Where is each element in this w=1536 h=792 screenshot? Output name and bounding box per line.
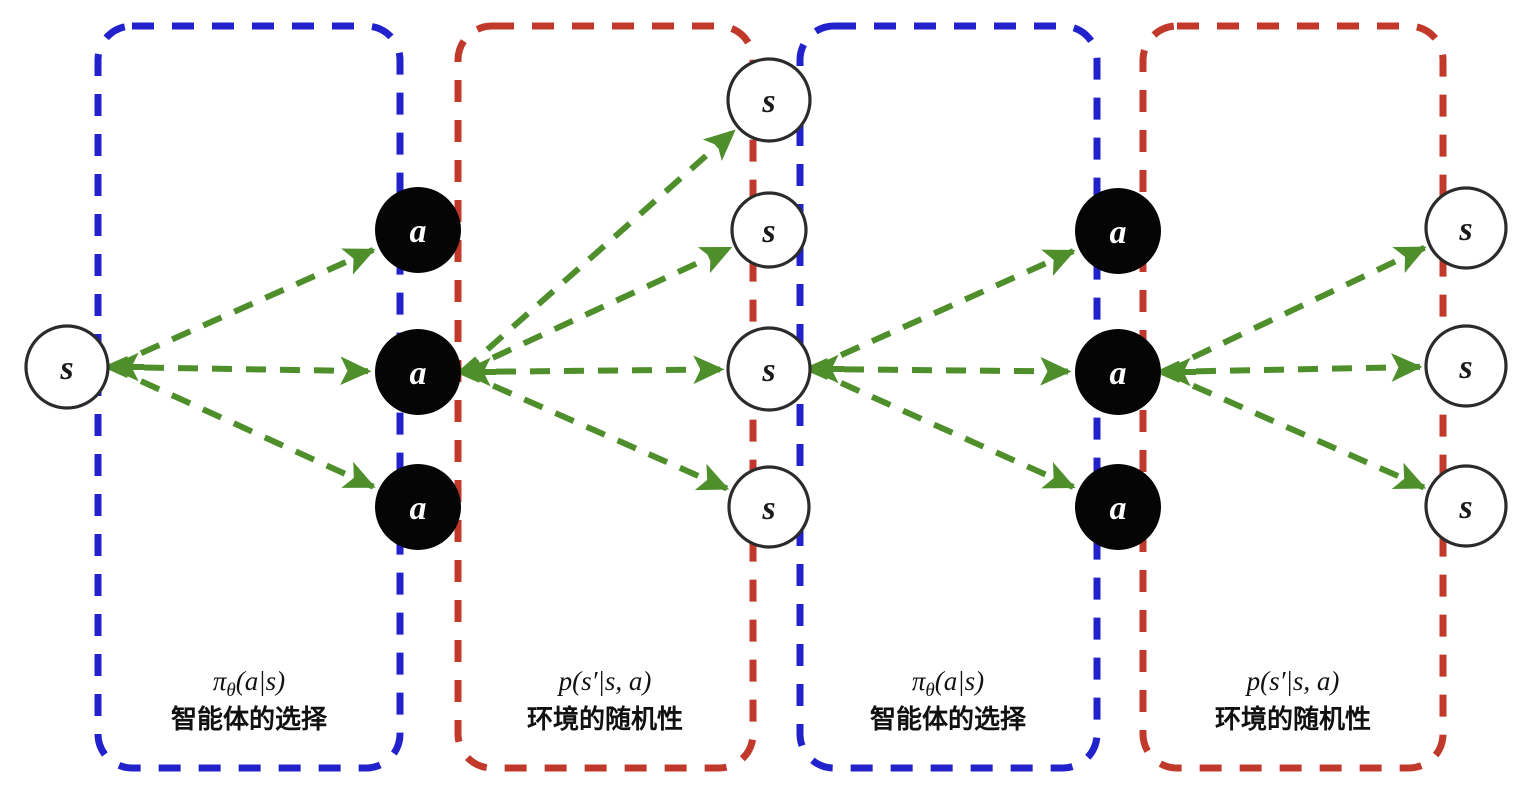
state-node-s1-3: s — [726, 326, 812, 412]
state-circle-icon — [727, 465, 811, 549]
group-box-policy-2 — [796, 22, 1101, 772]
edge-a1-2-to-s1-1 — [460, 128, 736, 375]
edge-s1-3-to-a2-2 — [809, 356, 1072, 386]
node-label: a — [410, 355, 427, 392]
edge-s0-to-a1-3 — [108, 364, 376, 490]
group-box-transition-2 — [1139, 22, 1447, 772]
state-node-s1-1: s — [726, 57, 812, 143]
edge-a2-2-to-s2-3 — [1160, 369, 1427, 491]
edges-layer — [107, 128, 1427, 492]
node-label: s — [761, 490, 775, 527]
group-label-policy-2: πθ(a|s)智能体的选择 — [870, 666, 1027, 734]
node-label: s — [761, 83, 775, 120]
node-label: a — [410, 490, 427, 527]
group-box-policy-1 — [94, 22, 404, 772]
node-label: a — [410, 213, 427, 250]
node-label: a — [1110, 490, 1127, 527]
nodes-layer: s a a a s s s s a a a s s s — [24, 57, 1508, 550]
action-circle-icon — [1075, 329, 1161, 415]
state-circle-icon — [730, 191, 808, 269]
node-label: s — [1458, 349, 1472, 386]
action-node-a1-1: a — [375, 187, 461, 273]
state-node-s1-4: s — [727, 465, 811, 549]
group-formula: πθ(a|s) — [213, 666, 285, 701]
action-node-a2-3: a — [1075, 464, 1161, 550]
action-node-a1-2: a — [375, 329, 461, 415]
action-circle-icon — [1075, 188, 1161, 274]
group-caption: 智能体的选择 — [171, 704, 328, 734]
action-circle-icon — [375, 187, 461, 273]
node-label: s — [761, 213, 775, 250]
action-node-a2-1: a — [1075, 188, 1161, 274]
node-label: s — [59, 350, 73, 387]
edge-s0-to-a1-1 — [108, 247, 376, 370]
action-circle-icon — [375, 329, 461, 415]
state-circle-icon — [726, 57, 812, 143]
group-formula: p(s′|s, a) — [557, 666, 652, 696]
edge-a1-2-to-s1-2 — [460, 245, 733, 375]
edge-s1-3-to-a2-3 — [808, 366, 1076, 490]
edge-a1-2-to-s1-4 — [460, 369, 730, 492]
state-circle-icon — [24, 324, 110, 410]
action-node-a1-3: a — [375, 464, 461, 550]
state-circle-icon — [1424, 186, 1508, 270]
state-circle-icon — [1424, 324, 1508, 408]
state-circle-icon — [1424, 464, 1508, 548]
node-label: a — [1110, 214, 1127, 251]
edge-s1-3-to-a2-1 — [808, 248, 1076, 372]
action-node-a2-2: a — [1075, 329, 1161, 415]
group-label-transition-2: p(s′|s, a) 环境的随机性 — [1215, 666, 1371, 734]
edge-a2-2-to-s2-2 — [1161, 353, 1423, 382]
group-formula: πθ(a|s) — [912, 666, 984, 701]
group-caption: 环境的随机性 — [1215, 704, 1371, 734]
action-circle-icon — [375, 464, 461, 550]
state-node-s2-2: s — [1424, 324, 1508, 408]
state-node-s0: s — [24, 324, 110, 410]
edge-s0-to-a1-2 — [109, 356, 372, 386]
action-circle-icon — [1075, 464, 1161, 550]
state-node-s2-3: s — [1424, 464, 1508, 548]
group-box-transition-1 — [454, 22, 757, 772]
group-label-transition-1: p(s′|s, a) 环境的随机性 — [527, 666, 683, 734]
group-formula: p(s′|s, a) — [1245, 666, 1340, 696]
group-caption: 环境的随机性 — [527, 704, 683, 734]
node-label: s — [1458, 489, 1472, 526]
edge-a1-2-to-s1-3 — [461, 355, 725, 385]
state-node-s2-1: s — [1424, 186, 1508, 270]
edge-a2-2-to-s2-1 — [1160, 244, 1427, 375]
group-label-policy-1: πθ(a|s)智能体的选择 — [171, 666, 328, 734]
state-circle-icon — [726, 326, 812, 412]
state-node-s1-2: s — [730, 191, 808, 269]
node-label: s — [1458, 211, 1472, 248]
node-label: s — [761, 352, 775, 389]
node-label: a — [1110, 355, 1127, 392]
group-caption: 智能体的选择 — [870, 704, 1027, 734]
